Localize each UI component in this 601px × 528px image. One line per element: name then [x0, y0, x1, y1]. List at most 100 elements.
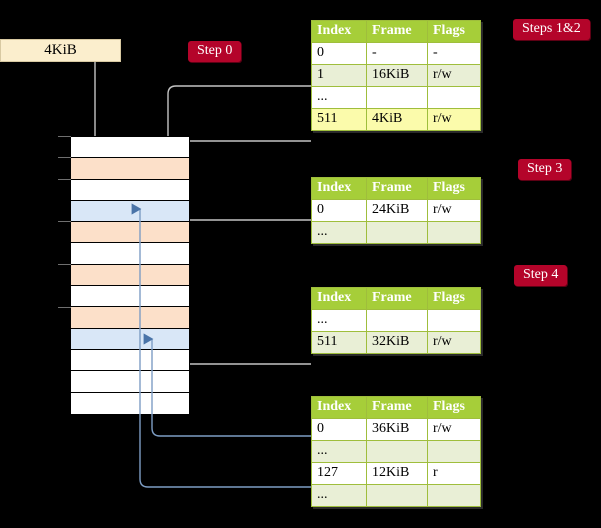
- memory-tick: [58, 136, 71, 137]
- memory-frame-row: [71, 158, 189, 180]
- cell-flags: r/w: [427, 64, 481, 87]
- col-header-frame: Frame: [366, 287, 428, 310]
- cell-frame: 24KiB: [366, 199, 428, 222]
- memory-frame-row: [71, 286, 189, 308]
- cell-flags: r/w: [427, 108, 481, 131]
- table-header-row: Index Frame Flags: [311, 287, 481, 310]
- badge-step-0: Step 0: [188, 41, 242, 62]
- source-page-label: 4KiB: [44, 42, 77, 58]
- cell-index: ...: [311, 309, 367, 332]
- cell-index: ...: [311, 484, 367, 507]
- memory-tick: [58, 307, 71, 308]
- table-row: ...: [311, 86, 481, 109]
- cell-flags: [427, 221, 481, 244]
- table-row: ...: [311, 309, 481, 332]
- physical-memory-grid: [70, 136, 190, 414]
- memory-frame-row: [71, 349, 189, 372]
- badge-step-4: Step 4: [514, 265, 568, 286]
- table-header-row: Index Frame Flags: [311, 396, 481, 419]
- cell-index: 0: [311, 42, 367, 65]
- memory-tick: [58, 157, 71, 158]
- cell-frame: [366, 440, 428, 463]
- cell-frame: -: [366, 42, 428, 65]
- cell-index: ...: [311, 440, 367, 463]
- cell-frame: 16KiB: [366, 64, 428, 87]
- table-header-row: Index Frame Flags: [311, 177, 481, 200]
- memory-tick: [58, 221, 71, 222]
- cell-index: 127: [311, 462, 367, 485]
- cell-frame: [366, 86, 428, 109]
- cell-index: 1: [311, 64, 367, 87]
- wire-t1r511-to-frame: [178, 140, 311, 246]
- cell-frame: 12KiB: [366, 462, 428, 485]
- memory-frame-row: [71, 179, 189, 201]
- cell-flags: r: [427, 462, 481, 485]
- memory-tick: [58, 179, 71, 180]
- col-header-frame: Frame: [366, 20, 428, 43]
- col-header-index: Index: [311, 287, 367, 310]
- col-header-flags: Flags: [427, 396, 481, 419]
- cell-index: ...: [311, 221, 367, 244]
- table-row: ...: [311, 221, 481, 244]
- memory-frame-row: [71, 222, 189, 244]
- memory-frame-row: [71, 307, 189, 329]
- cell-index: 511: [311, 108, 367, 131]
- memory-frame-row: [71, 137, 189, 159]
- cell-index: 0: [311, 418, 367, 441]
- table-row: 0--: [311, 42, 481, 65]
- badge-steps-1-2: Steps 1&2: [513, 19, 590, 40]
- cell-frame: [366, 309, 428, 332]
- col-header-index: Index: [311, 177, 367, 200]
- memory-tick: [58, 264, 71, 265]
- col-header-index: Index: [311, 396, 367, 419]
- cell-flags: [427, 440, 481, 463]
- memory-frame-row: [71, 392, 189, 414]
- col-header-frame: Frame: [366, 396, 428, 419]
- table-row: ...: [311, 440, 481, 463]
- col-header-flags: Flags: [427, 20, 481, 43]
- col-header-flags: Flags: [427, 287, 481, 310]
- memory-frame-row: [71, 371, 189, 393]
- cell-flags: r/w: [427, 199, 481, 222]
- col-header-frame: Frame: [366, 177, 428, 200]
- cell-frame: [366, 484, 428, 507]
- cell-index: 511: [311, 331, 367, 354]
- cell-flags: [427, 86, 481, 109]
- cell-frame: 36KiB: [366, 418, 428, 441]
- cell-flags: -: [427, 42, 481, 65]
- col-header-index: Index: [311, 20, 367, 43]
- cell-flags: r/w: [427, 418, 481, 441]
- badge-step-3: Step 3: [518, 159, 572, 180]
- cell-frame: 32KiB: [366, 331, 428, 354]
- wire-t3r511-to-frame: [172, 312, 311, 365]
- cell-index: ...: [311, 86, 367, 109]
- wire-t2r0-to-frame: [179, 219, 311, 289]
- cell-flags: [427, 484, 481, 507]
- table-header-row: Index Frame Flags: [311, 20, 481, 43]
- source-page-box: 4KiB: [0, 39, 121, 62]
- cell-flags: r/w: [427, 331, 481, 354]
- memory-frame-row: [71, 243, 189, 265]
- memory-frame-row: [71, 328, 189, 350]
- cell-frame: [366, 221, 428, 244]
- col-header-flags: Flags: [427, 177, 481, 200]
- cell-flags: [427, 309, 481, 332]
- memory-frame-row: [71, 200, 189, 223]
- cell-index: 0: [311, 199, 367, 222]
- cell-frame: 4KiB: [366, 108, 428, 131]
